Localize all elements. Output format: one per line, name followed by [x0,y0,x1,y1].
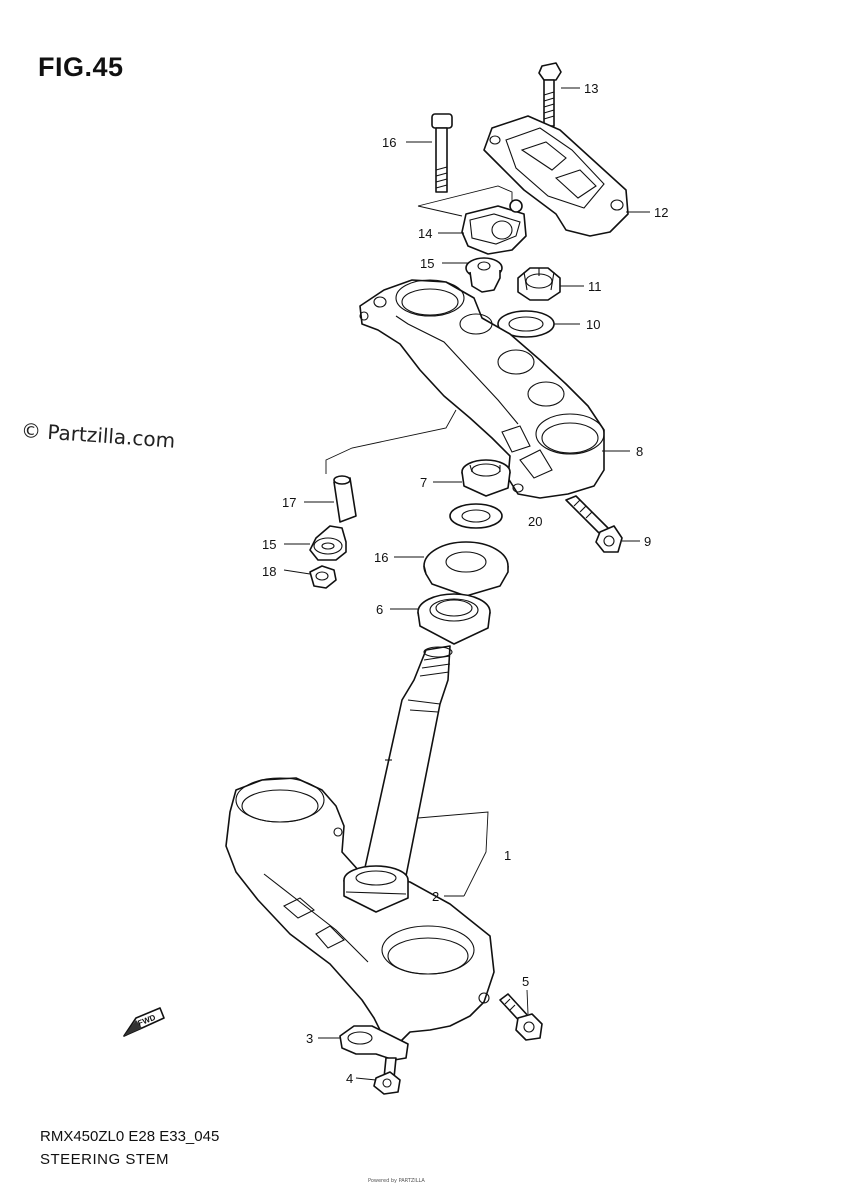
part-7-locknut[interactable] [461,459,511,497]
callout-12[interactable]: 12 [654,205,668,220]
part-15-damper-upper[interactable] [465,257,503,293]
part-1-steering-stem[interactable] [225,645,495,1045]
callout-15-lower[interactable]: 15 [262,537,276,552]
part-11-nut[interactable] [517,267,561,301]
callout-4[interactable]: 4 [346,1071,353,1086]
callout-16[interactable]: 16 [374,550,388,565]
part-15-damper-lower[interactable] [309,525,347,561]
part-16-seal[interactable] [423,541,509,597]
part-13-bolt[interactable] [538,62,562,127]
callout-1[interactable]: 1 [504,848,511,863]
callout-9[interactable]: 9 [644,534,651,549]
figure-title: FIG.45 [38,52,124,82]
diagram-name: STEERING STEM [40,1151,170,1168]
part-12-upper-clamp[interactable] [483,115,629,237]
part-3-clamp[interactable] [339,1025,409,1061]
part-9-bolt[interactable] [565,495,623,553]
callout-15-upper[interactable]: 15 [420,256,434,271]
callout-2[interactable]: 2 [432,889,439,904]
callout-3[interactable]: 3 [306,1031,313,1046]
copyright-text: Powered by PARTZILLA [368,1178,425,1184]
callout-18[interactable]: 17 [282,495,296,510]
part-14-holder[interactable] [461,199,527,255]
part-1-bracket-line [417,811,489,897]
callout-17[interactable]: 16 [382,135,396,150]
part-17-bolt[interactable] [417,113,513,217]
callout-6[interactable]: 6 [376,602,383,617]
part-2-seal[interactable] [343,865,409,913]
part-8-upper-bracket[interactable] [325,279,605,499]
part-6-bearing[interactable] [417,593,491,645]
callout-5[interactable]: 5 [522,974,529,989]
callout-14[interactable]: 14 [418,226,432,241]
part-5-bolt[interactable] [499,993,543,1041]
part-20-washer[interactable] [449,503,503,529]
callout-7[interactable]: 7 [420,475,427,490]
callout-11[interactable]: 11 [588,279,602,294]
fwd-arrow-icon: FWD [123,1007,165,1037]
diagram-code: RMX450ZL0 E28 E33_045 [40,1128,220,1145]
part-18-collar[interactable] [333,475,357,523]
callout-labels: 13 16 12 14 15 11 10 8 7 17 20 9 15 16 1… [262,81,668,1086]
callout-10[interactable]: 10 [586,317,600,332]
callout-8[interactable]: 8 [636,444,643,459]
part-4-bolt[interactable] [373,1057,401,1095]
callout-19[interactable]: 18 [262,564,276,579]
leader-lines [283,87,650,1081]
callout-20[interactable]: 20 [528,514,542,529]
part-19-nut[interactable] [309,565,337,589]
callout-13[interactable]: 13 [584,81,598,96]
